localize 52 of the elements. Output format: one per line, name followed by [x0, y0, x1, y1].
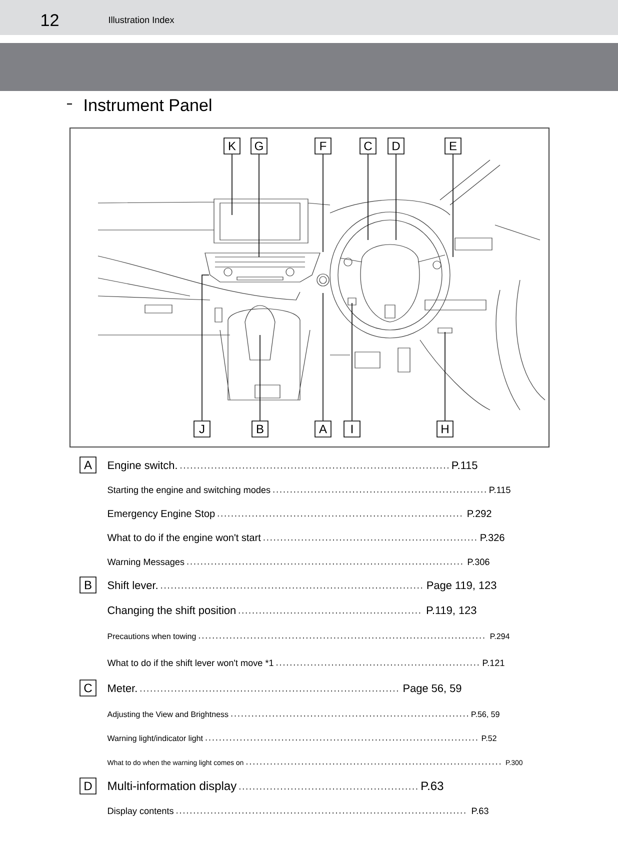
page-number: 12: [42, 14, 58, 26]
callout-letter: D: [388, 138, 404, 154]
index-letter: B: [80, 576, 96, 594]
callout-letter: B: [252, 420, 268, 438]
page-reference: P.294: [490, 633, 510, 640]
callout-letter: A: [314, 420, 332, 438]
leader-line: [322, 154, 324, 252]
running-header: Illustration Index: [109, 16, 174, 24]
page-reference: P.115: [452, 461, 478, 470]
page-reference: P.52: [482, 735, 496, 742]
page-reference: P.56, 59: [472, 711, 500, 718]
page-reference: P.63: [472, 808, 488, 814]
callout-letter: F: [314, 138, 332, 154]
index-entry: Shift lever.: [108, 581, 424, 590]
index-entry: Meter.: [108, 684, 400, 692]
index-subentry: Changing the shift position: [108, 606, 424, 616]
page-reference: P.63: [422, 782, 444, 790]
page-reference: P.121: [482, 660, 504, 666]
section-title: Instrument Panel: [84, 98, 212, 112]
index-subentry: What to do if the shift lever won't move *1: [107, 659, 480, 666]
page-reference: P.306: [468, 558, 490, 566]
index-letter: D: [80, 778, 96, 794]
index-subentry: Warning Messages: [107, 558, 464, 567]
page-reference: P.326: [480, 534, 504, 542]
leader-line: [444, 332, 446, 421]
index-letter: A: [80, 456, 96, 474]
page-reference: Page 56, 59: [404, 684, 462, 694]
callout-letter: E: [444, 138, 462, 154]
index-subentry: Starting the engine and switching modes: [108, 486, 486, 495]
leader-line: [258, 154, 260, 258]
index-subentry: Precautions when towing: [108, 633, 488, 641]
index-subentry: What to do if the engine won't start: [107, 534, 478, 544]
callout-letter: J: [194, 420, 210, 438]
callout-letter: I: [344, 420, 360, 438]
callout-letter: C: [360, 138, 376, 154]
page-reference: P.115: [490, 486, 510, 494]
page-reference: P.292: [468, 510, 492, 518]
page-reference: Page 119, 123: [427, 581, 496, 592]
page-reference: P.119, 123: [426, 606, 476, 616]
index-letter: C: [80, 680, 96, 696]
leader-line: [452, 154, 454, 258]
leader-line: [202, 274, 210, 421]
callout-letter: H: [436, 420, 454, 438]
index-subentry: Warning light/indicator light: [107, 735, 479, 743]
callout-letter: K: [224, 138, 240, 154]
leader-line: [322, 292, 324, 421]
index-subentry: Adjusting the View and Brightness: [107, 711, 468, 719]
index-subentry: Emergency Engine Stop: [108, 510, 464, 520]
index-subentry: Display contents: [108, 807, 469, 816]
callout-letter: G: [250, 138, 268, 154]
index-entry: Engine switch.: [108, 461, 449, 472]
index-entry: Multi-information display: [108, 781, 418, 792]
